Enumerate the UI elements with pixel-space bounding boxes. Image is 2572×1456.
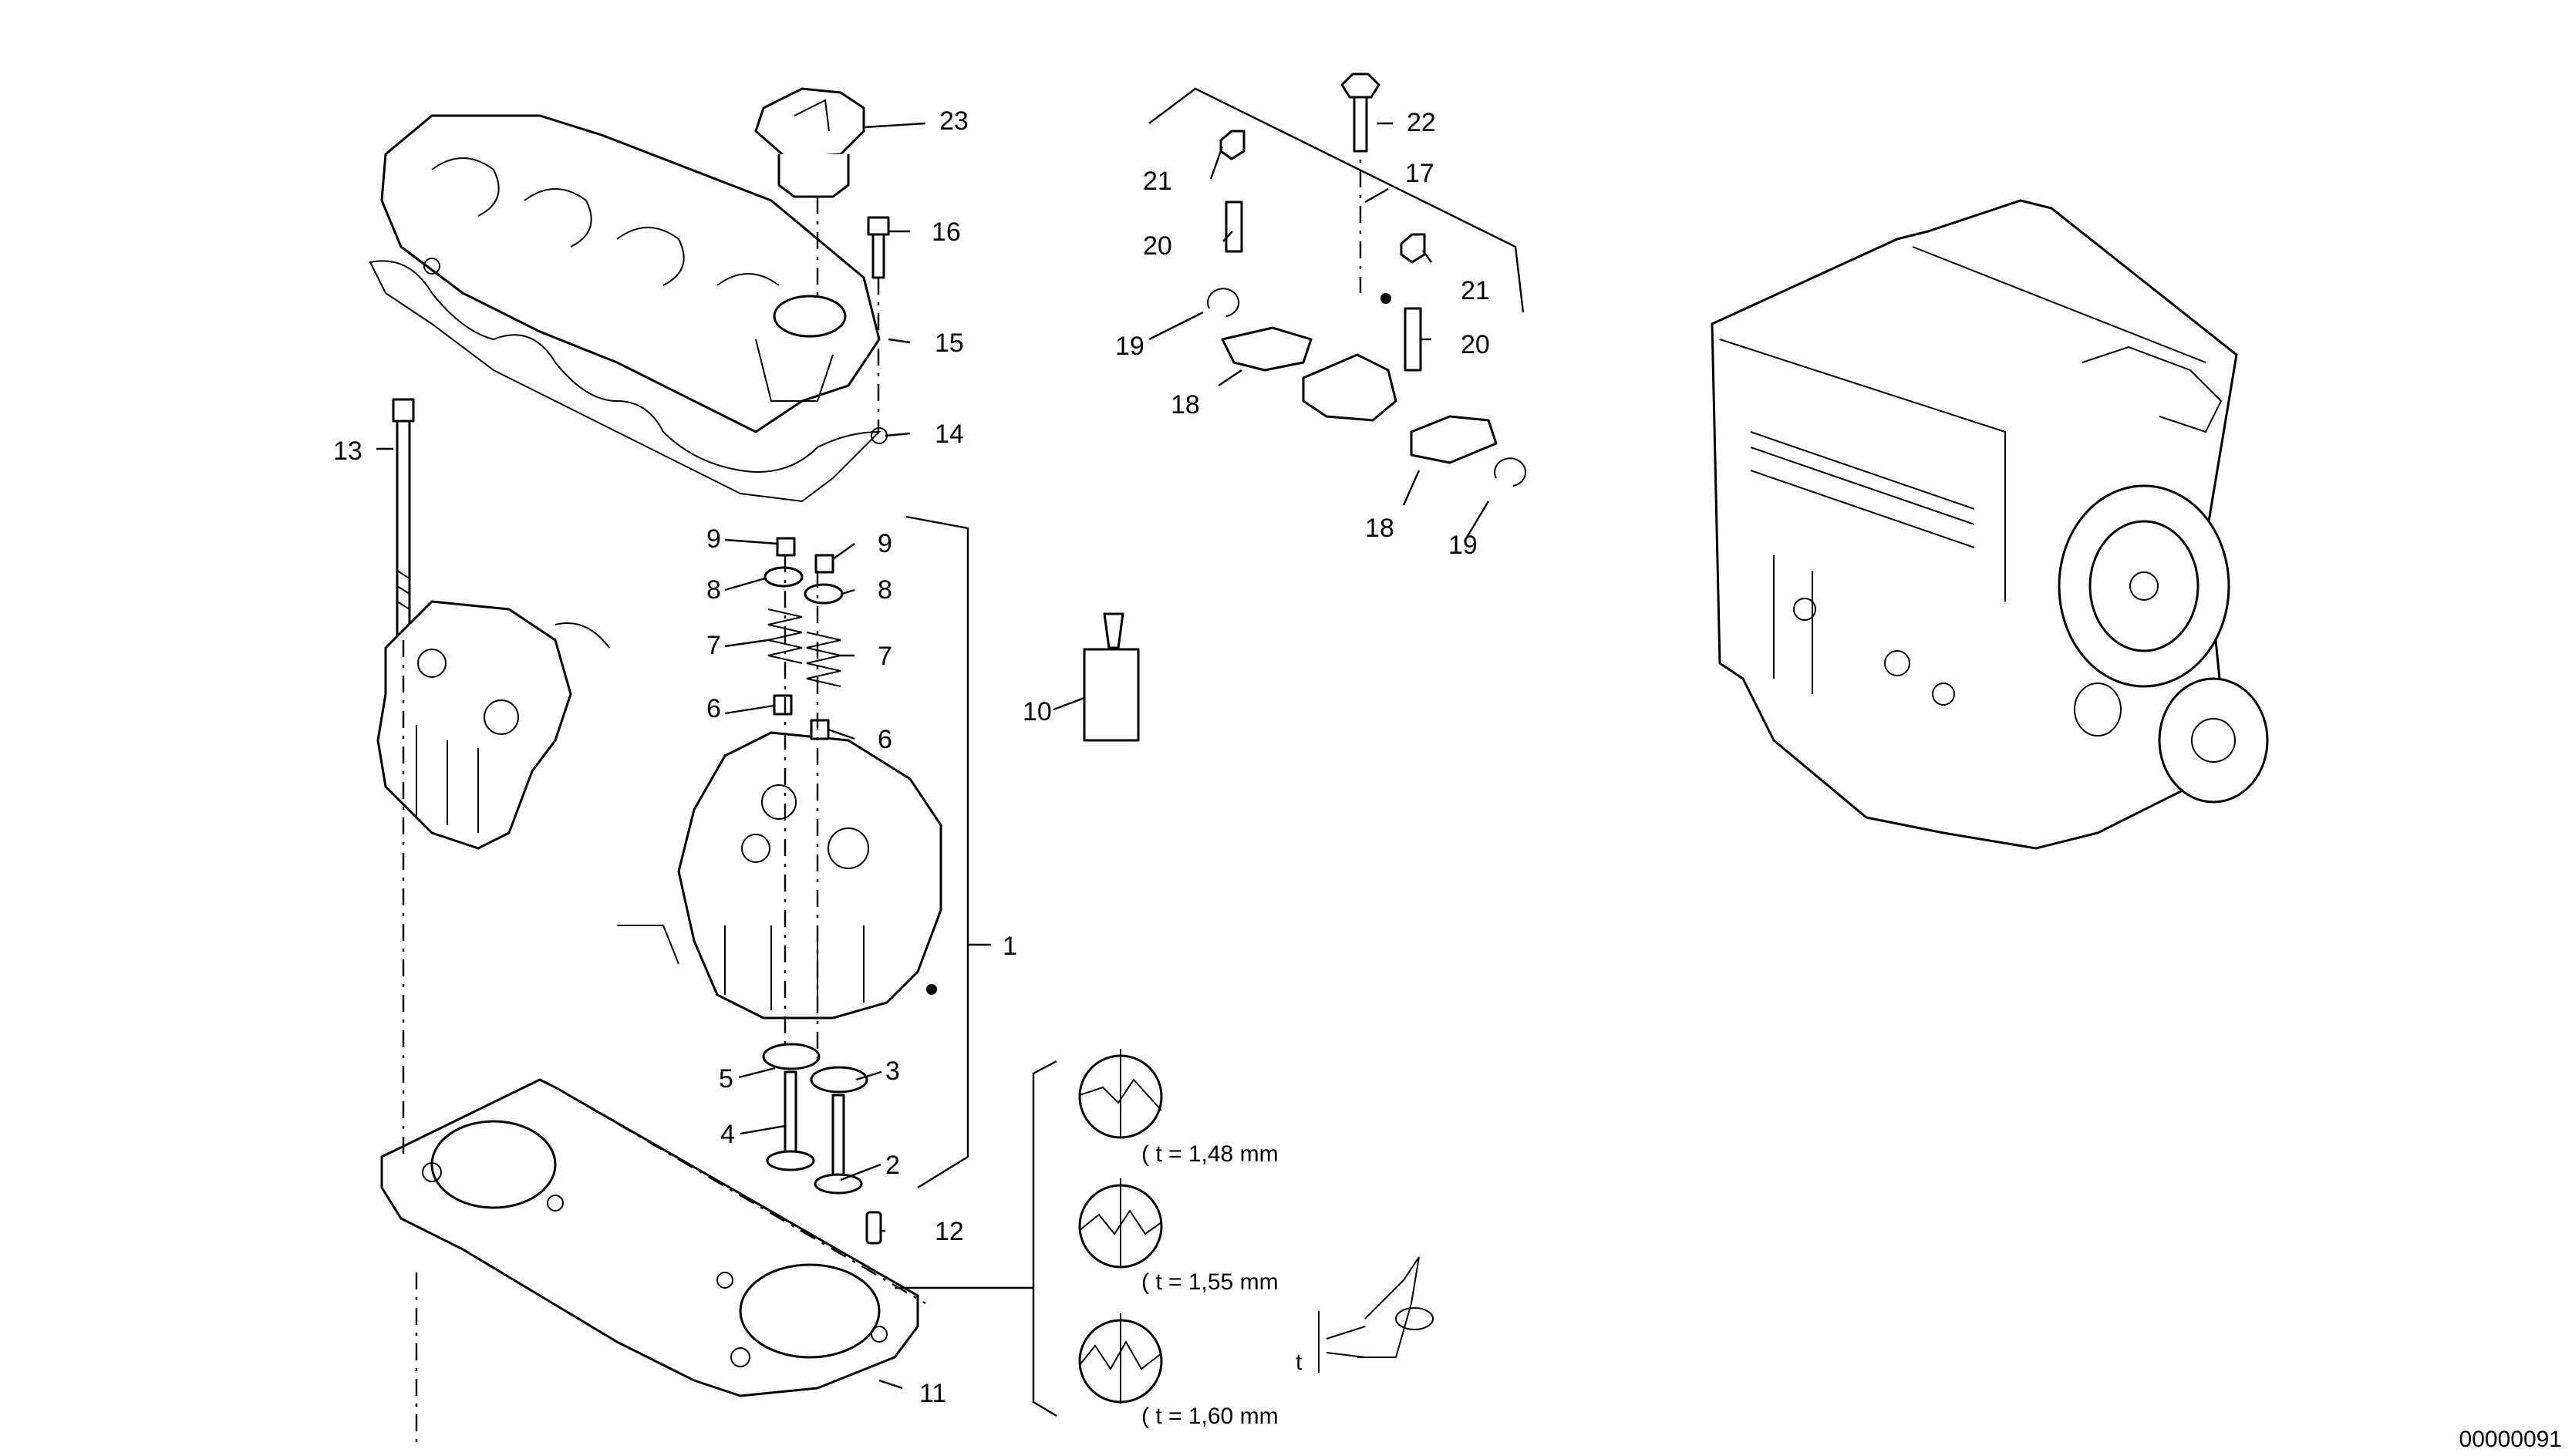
cylinder-head-gasket [380,1078,919,1397]
callout-17: 17 [1405,159,1434,188]
rocker-nuts [1219,130,1426,264]
callout-6-right: 6 [878,725,892,754]
oil-filler-cap [754,87,865,198]
thickness-label-1-60: ( t = 1,60 mm [1141,1404,1279,1429]
callout-8-left: 8 [706,575,721,605]
bracket-item-1 [905,515,969,1189]
callout-1: 1 [1003,932,1017,961]
cylinder-head [617,731,942,1020]
thickness-label-1-55: ( t = 1,55 mm [1141,1269,1279,1295]
spring-retainers [764,566,844,605]
callout-18-right: 18 [1365,514,1394,543]
valves [766,1070,863,1195]
thickness-detail-1-60 [1078,1313,1163,1404]
thickness-symbol-t: t [1296,1350,1303,1375]
callout-20-left: 20 [1143,231,1172,261]
callout-22: 22 [1407,108,1436,137]
callout-9-right: 9 [878,529,892,558]
dowel-pin [865,1211,882,1245]
callout-7-right: 7 [878,642,892,671]
cylinder-head-bolt [392,398,415,639]
rocker-bolt [1340,72,1380,153]
callout-23: 23 [939,106,969,136]
valve-cover [380,114,881,433]
valve-keepers [776,537,834,574]
retaining-rings [1207,288,1527,487]
thickness-bracket [1032,1060,1057,1417]
callout-11: 11 [919,1379,946,1408]
engine-overview [1711,199,2269,850]
callout-13: 13 [333,436,362,466]
assembly-centerlines [402,135,1362,1450]
callout-7-left: 7 [706,631,721,660]
callout-21-right: 21 [1461,276,1490,305]
callout-20-right: 20 [1461,330,1490,359]
callout-18-left: 18 [1171,390,1200,420]
adjacent-cylinder-head [376,600,610,850]
rocker-assembly-frame [1148,87,1525,313]
thickness-label-1-48: ( t = 1,48 mm [1141,1141,1279,1167]
thickness-detail-1-48 [1078,1049,1163,1139]
callout-5: 5 [719,1064,733,1094]
sealant-tube [1083,612,1140,742]
callout-8-right: 8 [878,575,892,605]
valve-stem-seals [773,694,830,740]
callout-4: 4 [720,1120,735,1149]
callout-21-left: 21 [1143,167,1172,196]
thickness-detail-1-55 [1078,1178,1163,1269]
callout-3: 3 [885,1057,900,1086]
callout-19-right: 19 [1448,531,1478,560]
bolt-16 [867,216,890,279]
thickness-measure-sketch [1318,1256,1434,1373]
rocker-shaft-bracket [1302,293,1397,422]
adjusting-screws [1225,201,1422,372]
leader-lines [376,122,1490,1390]
callout-16: 16 [932,217,961,247]
callout-6-left: 6 [706,694,721,723]
valve-springs [767,608,841,687]
callout-9-left: 9 [706,524,721,554]
drawing-number: 00000091 [2459,1427,2562,1452]
callout-2: 2 [885,1151,900,1180]
callout-10: 10 [1023,697,1052,726]
callout-12: 12 [935,1217,964,1246]
callout-15: 15 [935,329,964,358]
callout-14: 14 [935,420,964,449]
valve-seat-rings [762,1043,868,1094]
rocker-arms [1221,326,1498,464]
callout-19-left: 19 [1115,332,1144,361]
